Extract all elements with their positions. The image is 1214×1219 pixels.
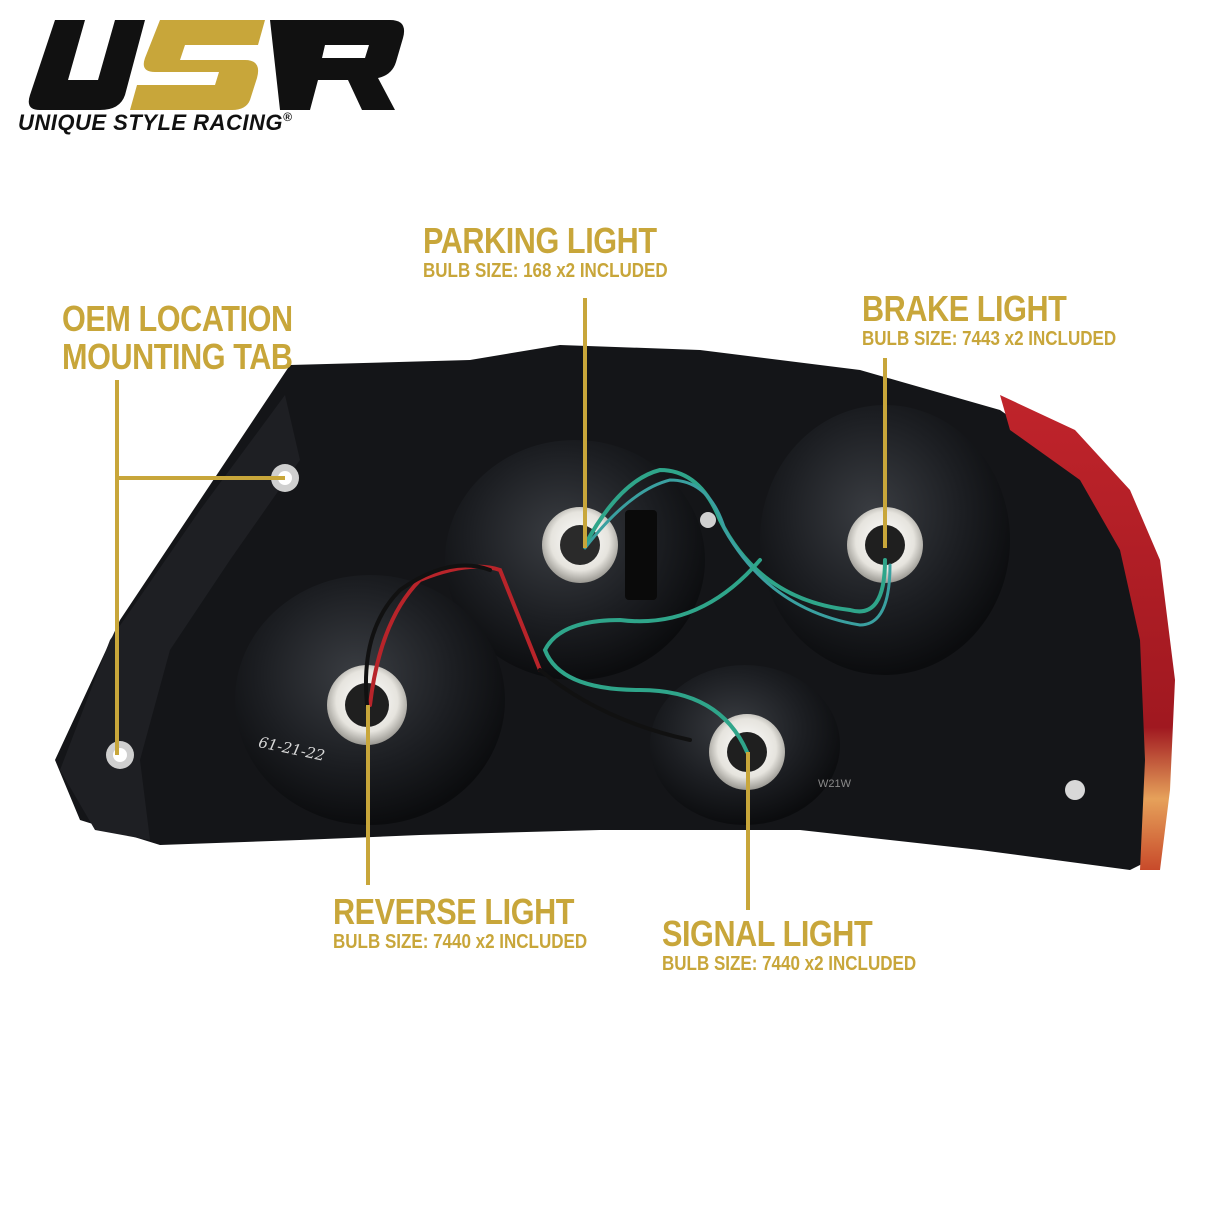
reverse-subtitle: BULB SIZE: 7440 x2 INCLUDED [333, 931, 588, 953]
oem-line2: MOUNTING TAB [62, 336, 293, 377]
registered-mark: ® [282, 110, 293, 124]
callout-leader-lines [115, 298, 887, 910]
callout-oem-mounting-tab: OEM LOCATION MOUNTING TAB [62, 300, 333, 376]
signal-subtitle: BULB SIZE: 7440 x2 INCLUDED [662, 953, 917, 975]
brake-title: BRAKE LIGHT [862, 288, 1067, 329]
parking-title: PARKING LIGHT [423, 220, 657, 261]
signal-title: SIGNAL LIGHT [662, 913, 873, 954]
brake-subtitle: BULB SIZE: 7443 x2 INCLUDED [862, 328, 1117, 350]
callout-parking-light: PARKING LIGHT BULB SIZE: 168 x2 INCLUDED [423, 220, 711, 283]
brand-name: UNIQUE STYLE RACING [18, 110, 283, 135]
callout-signal-light: SIGNAL LIGHT BULB SIZE: 7440 x2 INCLUDED [662, 913, 961, 976]
usr-logo [28, 20, 405, 110]
callout-reverse-light: REVERSE LIGHT BULB SIZE: 7440 x2 INCLUDE… [333, 891, 632, 954]
oem-line1: OEM LOCATION [62, 298, 293, 339]
bulb-code: W21W [818, 778, 851, 790]
parking-subtitle: BULB SIZE: 168 x2 INCLUDED [423, 260, 668, 282]
wiring-harness [363, 467, 892, 754]
reverse-title: REVERSE LIGHT [333, 891, 575, 932]
brand-wordmark: UNIQUE STYLE RACING® [18, 110, 292, 136]
callout-brake-light: BRAKE LIGHT BULB SIZE: 7443 x2 INCLUDED [862, 288, 1161, 351]
